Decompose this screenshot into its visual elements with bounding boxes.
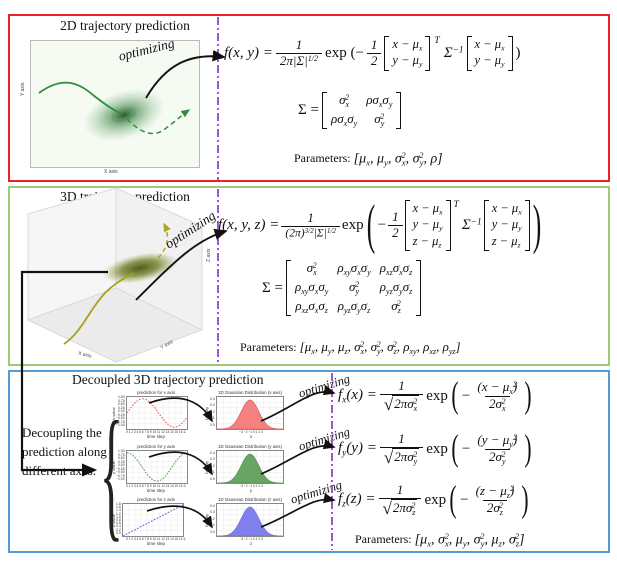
covariance-matrix-2x2: σx2 ρσxσy ρσxσy σy2: [321, 92, 402, 130]
gauss-y-chart: [215, 450, 284, 484]
mini-plot-gauss-y: 1D Gaussian Distribution (y axis) Densit…: [204, 444, 284, 493]
panel-decoupled-title: Decoupled 3D trajectory prediction: [72, 372, 264, 387]
trajectory-2d-graphic: [38, 81, 191, 142]
fraction: 1 (2π)3/2|Σ|1/2: [281, 210, 340, 241]
axis-label-x-2d: X axis: [104, 169, 118, 175]
matrix-bracket: [404, 200, 410, 252]
column-vector: x − μx y − μy z − μz: [483, 200, 530, 252]
matrix-bracket: [416, 260, 422, 317]
fraction-half: 1 2: [366, 37, 382, 69]
pred-z-chart: [121, 503, 184, 537]
matrix-bracket: [384, 36, 390, 71]
formula-lhs: f(x, y) =: [224, 44, 273, 61]
mini-plot-gauss-z: 1D Gaussian Distribution (z axis) Densit…: [204, 497, 284, 546]
mini-plot-pred-y: prediction for y axis y value 1.00 0.75 …: [110, 444, 202, 493]
gauss-z-chart: [215, 503, 284, 537]
matrix-bracket: [285, 260, 291, 317]
mini-plot-gauss-x: 1D Gaussian Distribution (x axis) Densit…: [204, 390, 284, 439]
parameters-3d: Parameters: [μx, μy, μz, σx2, σy2, σz2, …: [240, 339, 461, 356]
matrix-bracket: [483, 200, 489, 252]
sigma-inverse: Σ−1: [443, 44, 464, 61]
matrix-bracket: [524, 200, 530, 252]
big-paren-right: ): [532, 194, 541, 256]
parameters-label: Parameters:: [294, 150, 351, 165]
fraction: 1 √2πσx2: [379, 378, 424, 414]
covariance-matrix-3x3: σx2 ρxyσxσy ρxzσxσz ρxyσxσy σy2 ρyzσyσz …: [285, 260, 422, 317]
gauss-x-chart: [215, 396, 284, 430]
parameters-label: Parameters:: [355, 531, 412, 546]
big-paren-right: ): [524, 429, 532, 470]
parameters-list: [μx, μy, σx2, σy2, ρ]: [353, 150, 443, 168]
big-paren-left: (: [449, 480, 457, 521]
fraction: (z − μz)2 2σz2: [475, 482, 515, 517]
mini-plot-pred-x: prediction for x axis x value 1.00 0.75 …: [110, 390, 202, 439]
pred-y-chart: [125, 450, 188, 484]
formula-3d-covariance: Σ = σx2 ρxyσxσy ρxzσxσz ρxyσxσy σy2 ρyzσ…: [262, 260, 422, 317]
formula-2d-density: f(x, y) = 1 2π|Σ|1/2 exp (− 1 2 x − μx y…: [224, 36, 521, 71]
fraction: 1 2π|Σ|1/2: [275, 37, 323, 69]
formula-fz: fz(z) = 1 √2πσz2 exp ( − (z − μz)2 2σz2 …: [338, 480, 529, 521]
matrix-bracket: [507, 36, 513, 71]
fraction: (x − μx)2 2σx2: [477, 378, 518, 413]
mini-plot-pred-z: prediction for z axis z value 1.8 1.6 1.…: [110, 497, 187, 546]
pred-x-chart: [125, 396, 188, 430]
formula-2d-covariance: Σ = σx2 ρσxσy ρσxσy σy2: [298, 92, 402, 130]
parameters-label: Parameters:: [240, 340, 297, 355]
matrix-bracket: [321, 92, 327, 130]
column-vector: x − μx y − μy: [466, 36, 513, 71]
axis-label-y-2d: Y axis: [20, 82, 26, 96]
parameters-2d: Parameters: [μx, μy, σx2, σy2, ρ]: [294, 150, 443, 167]
panel-2d-title: 2D trajectory prediction: [60, 18, 190, 33]
fraction: (y − μy)2 2σy2: [477, 431, 518, 466]
formula-fx: fx(x) = 1 √2πσx2 exp ( − (x − μx)2 2σx2 …: [338, 376, 532, 417]
transpose-sup: T: [453, 200, 459, 210]
parameters-list: [μx, σx2, μy, σy2, μz, σz2]: [414, 531, 525, 549]
formula-lhs: f(x, y, z) =: [218, 216, 280, 233]
matrix-bracket: [445, 200, 451, 252]
parameters-decoupled: Parameters: [μx, σx2, μy, σy2, μz, σz2]: [355, 531, 525, 548]
fraction: 1 √2πσz2: [378, 482, 422, 518]
big-paren-right: ): [524, 376, 532, 417]
big-paren-left: (: [451, 376, 459, 417]
formula-fy: fy(y) = 1 √2πσy2 exp ( − (y − μy)2 2σy2 …: [338, 429, 532, 470]
axis-label-z-3d: Z axis: [206, 248, 212, 262]
matrix-bracket: [466, 36, 472, 71]
big-paren-right: ): [521, 480, 529, 521]
column-vector: x − μx y − μy: [384, 36, 431, 71]
matrix-bracket: [425, 36, 431, 71]
sigma-inverse: Σ−1: [461, 216, 482, 233]
matrix-bracket: [396, 92, 402, 130]
fraction: 1 √2πσy2: [379, 431, 424, 467]
column-vector: x − μx y − μy z − μz: [404, 200, 451, 252]
big-paren-left: (: [451, 429, 459, 470]
parameters-list: [μx, μy, μz, σx2, σy2, σz2, ρxy, ρxz, ρy…: [299, 339, 461, 356]
fraction-half: 1 2: [388, 209, 403, 241]
trajectory-2d-plot: [30, 40, 200, 168]
formula-3d-density: f(x, y, z) = 1 (2π)3/2|Σ|1/2 exp ( − 1 2…: [218, 194, 541, 256]
transpose-sup: T: [434, 36, 440, 46]
big-paren-left: (: [366, 194, 375, 256]
